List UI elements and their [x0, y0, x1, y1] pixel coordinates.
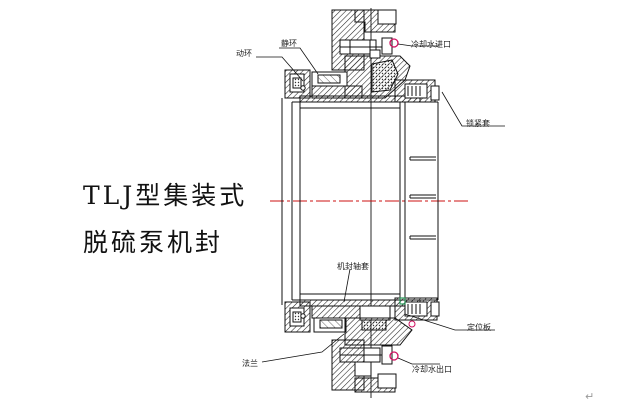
cooling-outlet-marker: [389, 351, 399, 361]
label-seal-shaft-sleeve: 机封轴套: [337, 262, 369, 271]
label-dynamic-ring: 动环: [236, 49, 252, 58]
title-line-2: 脱硫泵机封: [83, 228, 224, 257]
label-static-ring: 静环: [281, 39, 297, 48]
label-locking-sleeve: 锁紧套: [466, 119, 490, 128]
leader-positioning-plate: [404, 313, 495, 331]
leader-dynamic-ring: [256, 56, 304, 82]
leader-cooling-inlet: [397, 43, 440, 47]
shaft-sleeve: [281, 98, 439, 305]
paragraph-mark: ↵: [585, 390, 595, 403]
title-line-1: TLJ型集装式: [83, 181, 248, 210]
label-cooling-water-inlet: 冷却水进口: [411, 40, 451, 49]
lower-ring-assembly: [284, 299, 421, 333]
upper-locking-block: [394, 79, 440, 103]
leader-seal-sleeve: [343, 268, 351, 303]
leader-cooling-outlet: [397, 357, 440, 365]
leader-locking-sleeve: [441, 91, 505, 127]
positioning-marker: [399, 297, 406, 305]
leader-static-ring: [279, 47, 319, 75]
label-cooling-water-outlet: 冷却水出口: [412, 365, 452, 374]
lower-flange: [331, 317, 413, 393]
cooling-inlet-marker: [389, 38, 399, 48]
leader-flange: [261, 333, 345, 363]
label-positioning-plate: 定位板: [467, 323, 491, 332]
label-flange: 法兰: [242, 359, 258, 368]
